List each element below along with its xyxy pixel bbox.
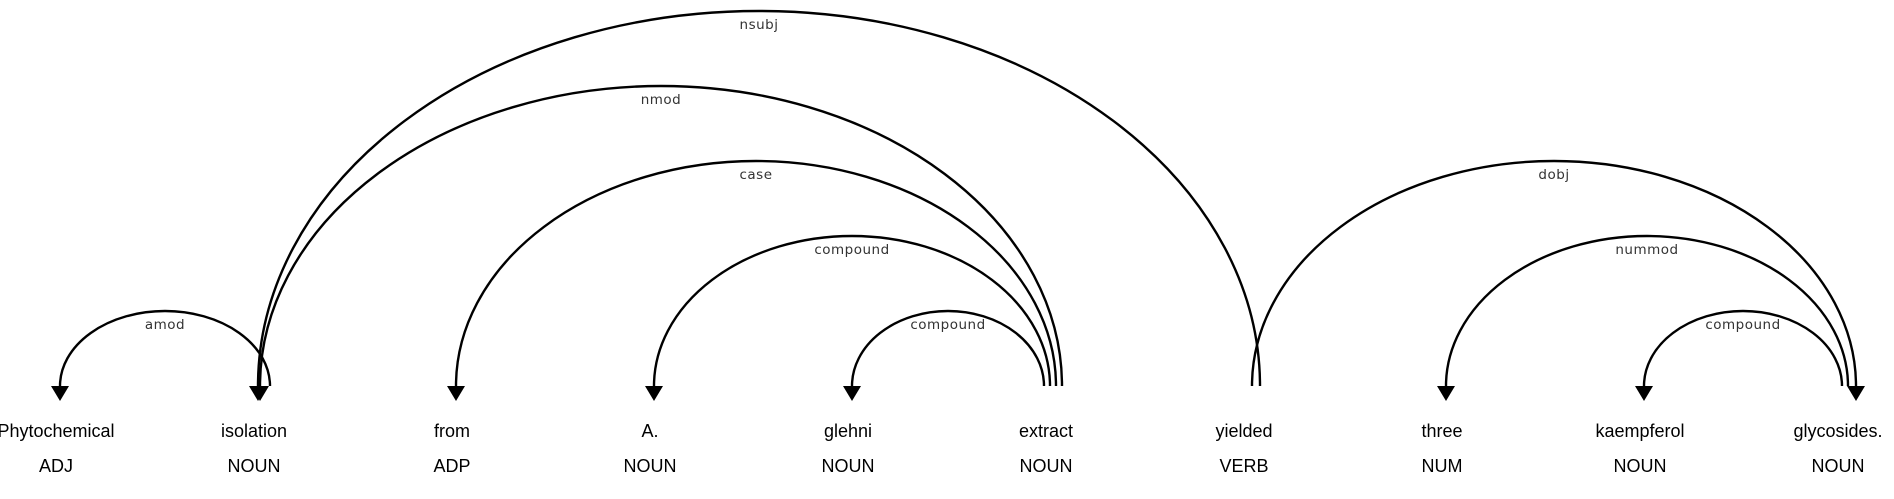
token-word: kaempferol: [1595, 421, 1684, 441]
arrow-head: [1847, 386, 1865, 401]
arrow-head: [447, 386, 465, 401]
arc-dobj: [1250, 159, 1858, 387]
arc-label: nsubj: [740, 17, 779, 33]
token-word: glehni: [824, 421, 872, 441]
arrow-head: [51, 386, 69, 401]
arc-label: compound: [814, 242, 889, 258]
arc-compound: [850, 309, 1046, 387]
token-word: from: [434, 421, 470, 441]
arc-label: dobj: [1538, 167, 1569, 183]
token-word: three: [1421, 421, 1462, 441]
token-word: A.: [641, 421, 658, 441]
token-word: yielded: [1215, 421, 1272, 441]
arc-label: nummod: [1615, 242, 1678, 258]
arc-label: nmod: [641, 92, 682, 108]
arrow-head: [251, 386, 269, 401]
arrow-head: [1635, 386, 1653, 401]
arrow-head: [645, 386, 663, 401]
arc-amod: [58, 309, 272, 387]
arc-label: compound: [910, 317, 985, 333]
arrow-head: [1437, 386, 1455, 401]
token-pos-tag: NOUN: [624, 456, 677, 476]
arcs-layer: amod nsubj nmod case compound compound dobj num…: [51, 9, 1865, 401]
arc-compound: [1642, 309, 1844, 387]
token-pos-tag: ADJ: [39, 456, 73, 476]
token-pos-tag: NOUN: [1812, 456, 1865, 476]
arrow-head: [843, 386, 861, 401]
arc-nmod: [258, 84, 1064, 387]
arc-label: compound: [1705, 317, 1780, 333]
token-word: isolation: [221, 421, 287, 441]
arc-compound: [652, 234, 1052, 387]
arc-label: case: [739, 167, 772, 183]
token-word: glycosides.: [1793, 421, 1882, 441]
token-pos-tag: NUM: [1422, 456, 1463, 476]
arc-nummod: [1444, 234, 1850, 387]
arc-label: amod: [145, 317, 185, 333]
token-pos-tag: ADP: [433, 456, 470, 476]
token-pos-tag: NOUN: [822, 456, 875, 476]
arc-nsubj: [256, 9, 1262, 387]
token-word: Phytochemical: [0, 421, 115, 441]
token-pos-tag: NOUN: [1020, 456, 1073, 476]
arc-case: [454, 159, 1058, 387]
token-pos-tag: NOUN: [228, 456, 281, 476]
token-word: extract: [1019, 421, 1073, 441]
token-pos-tag: NOUN: [1614, 456, 1667, 476]
token-pos-tag: VERB: [1219, 456, 1268, 476]
